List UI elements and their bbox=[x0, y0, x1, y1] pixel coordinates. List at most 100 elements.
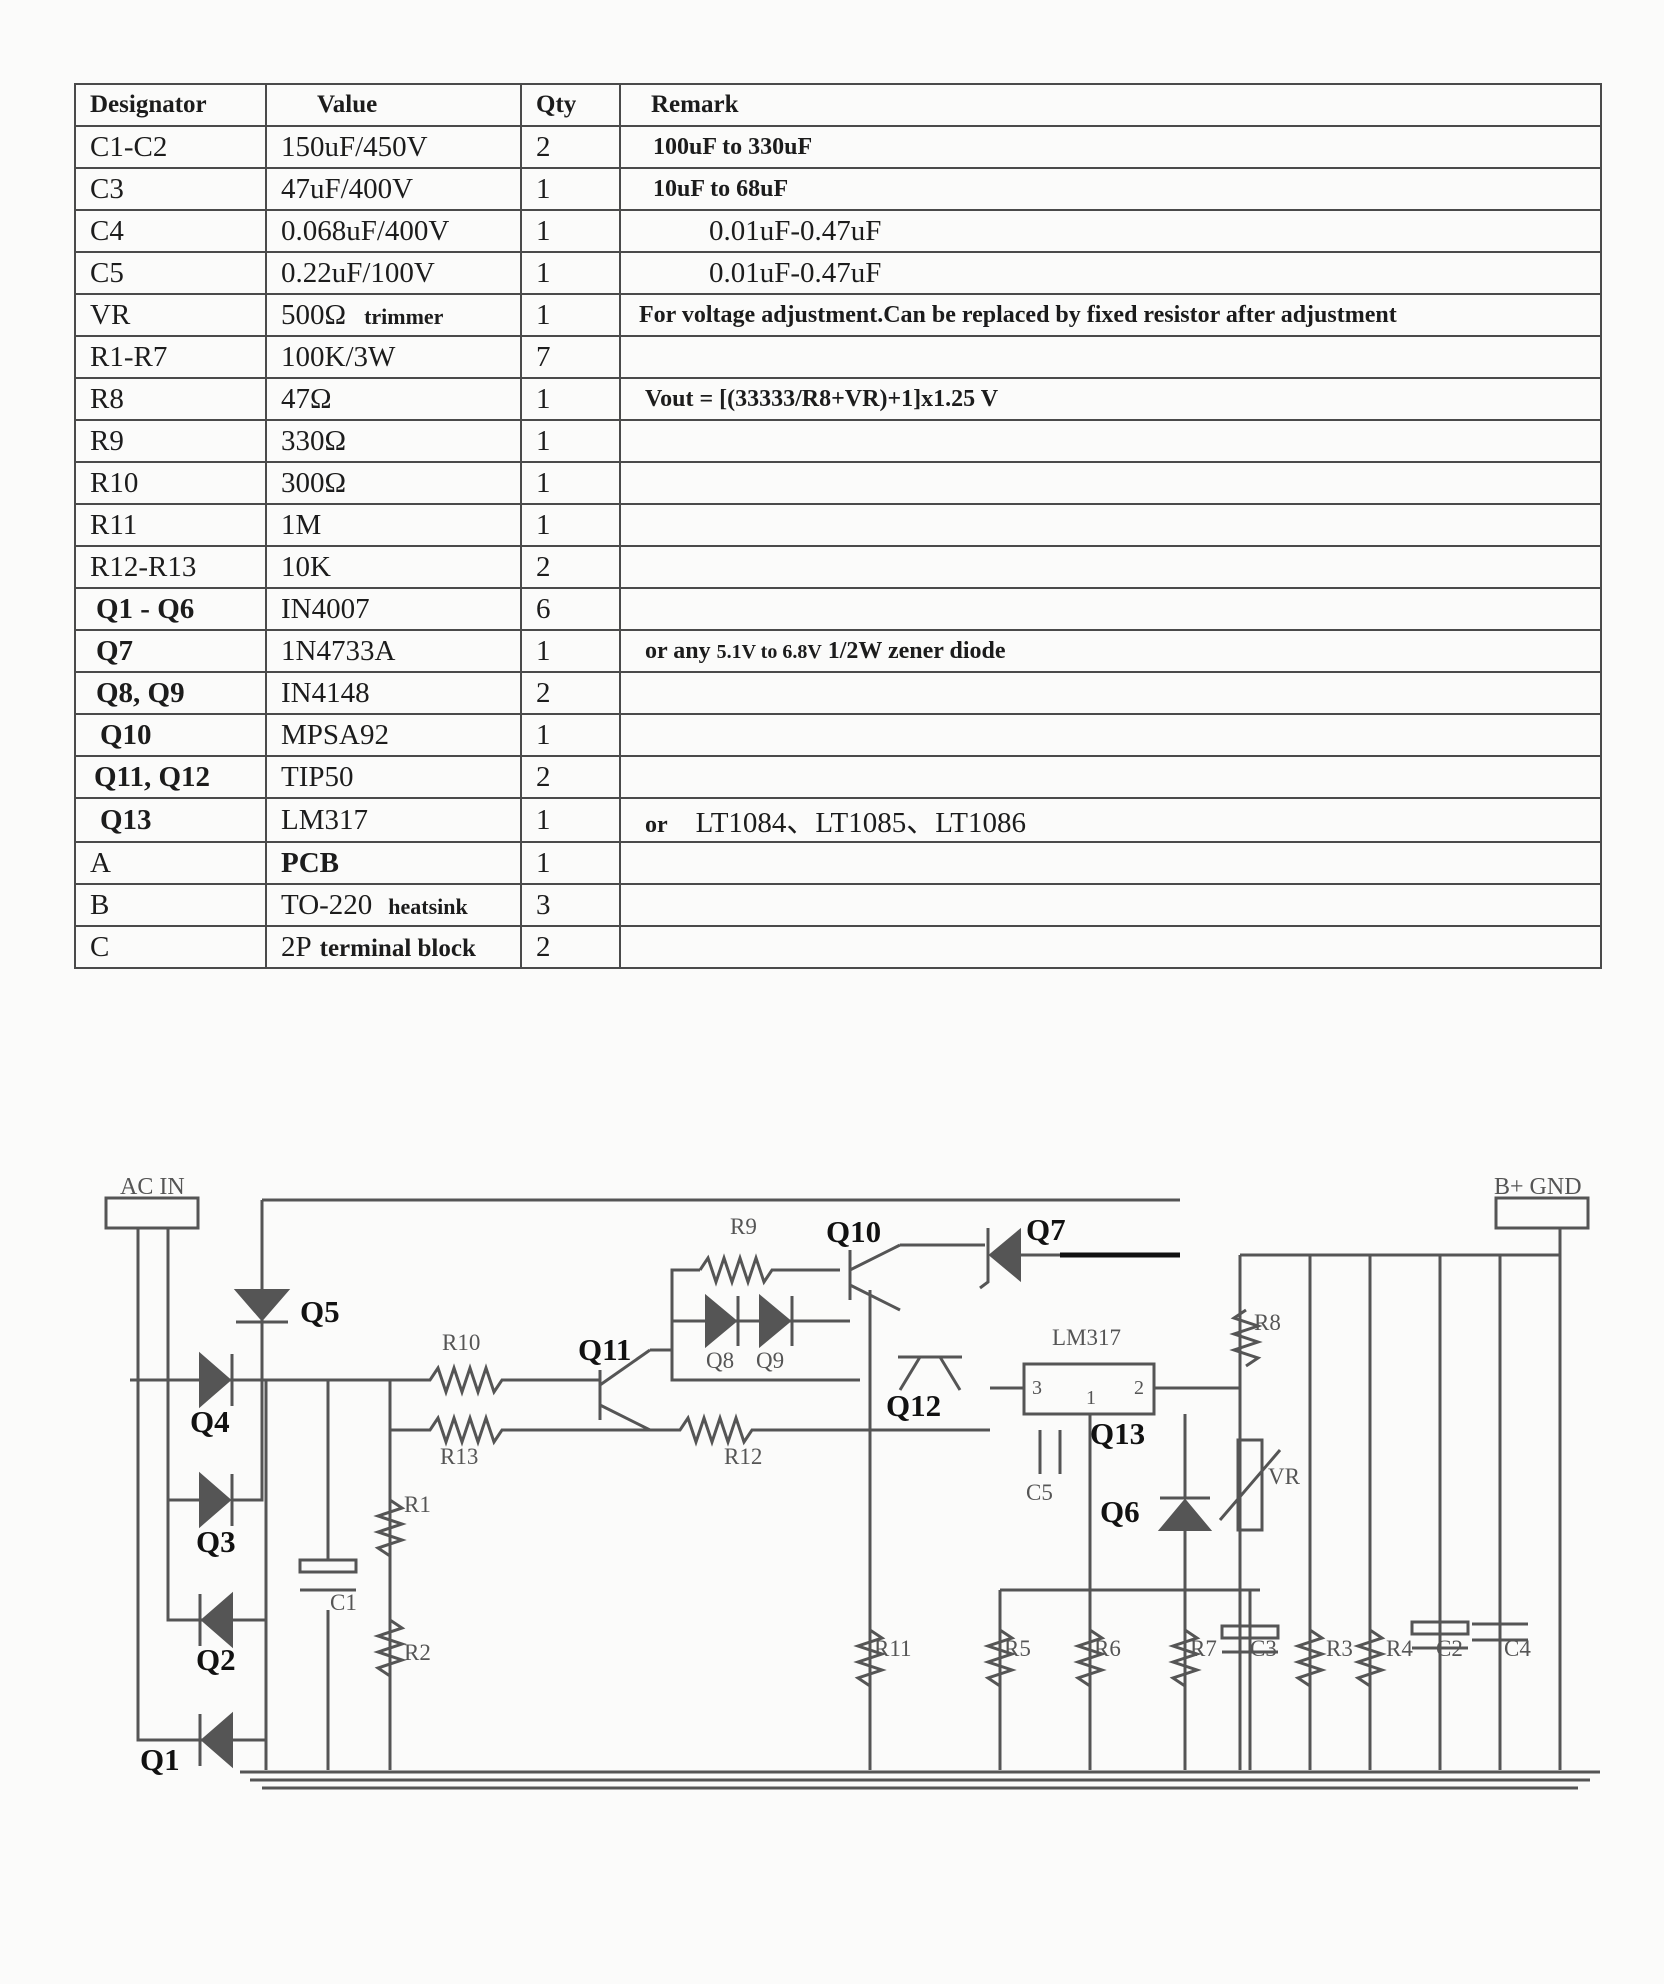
designator: Q10 bbox=[74, 713, 267, 757]
bom-row: C4 0.068uF/400V 1 0.01uF-0.47uF bbox=[74, 209, 1602, 253]
label-q1: Q1 bbox=[140, 1742, 180, 1777]
qty: 2 bbox=[520, 671, 621, 715]
resistor-r9 bbox=[698, 1253, 840, 1287]
qty: 7 bbox=[520, 335, 621, 379]
capacitor-c5 bbox=[1038, 1430, 1062, 1474]
designator: R8 bbox=[74, 377, 267, 421]
resistor-r1 bbox=[373, 1498, 407, 1558]
designator: R10 bbox=[74, 461, 267, 505]
capacitor-c1 bbox=[298, 1558, 358, 1574]
qty: 1 bbox=[520, 797, 621, 843]
label-q4: Q4 bbox=[190, 1404, 230, 1439]
resistor-r4 bbox=[1353, 1628, 1387, 1688]
header-designator: Designator bbox=[74, 83, 267, 127]
qty: 2 bbox=[520, 125, 621, 169]
ground-rail bbox=[240, 1770, 1600, 1790]
value: IN4007 bbox=[265, 587, 522, 631]
qty: 1 bbox=[520, 461, 621, 505]
remark bbox=[619, 883, 1602, 927]
label-r7: R7 bbox=[1190, 1636, 1217, 1661]
lm317-pin1: 1 bbox=[1086, 1387, 1096, 1409]
label-c2: C2 bbox=[1436, 1636, 1463, 1661]
designator: C5 bbox=[74, 251, 267, 295]
label-c3: C3 bbox=[1250, 1636, 1277, 1661]
label-r11: R11 bbox=[874, 1636, 912, 1661]
designator: B bbox=[74, 883, 267, 927]
remark: 10uF to 68uF bbox=[619, 167, 1602, 211]
remark bbox=[619, 461, 1602, 505]
zener-q7 bbox=[988, 1227, 1021, 1283]
label-r9: R9 bbox=[730, 1214, 757, 1239]
label-q13: Q13 bbox=[1090, 1416, 1145, 1451]
value-note: trimmer bbox=[364, 303, 444, 329]
remark bbox=[619, 545, 1602, 589]
bom-row: R10 300Ω 1 bbox=[74, 461, 1602, 505]
qty: 2 bbox=[520, 545, 621, 589]
label-q8: Q8 bbox=[706, 1348, 734, 1373]
qty: 1 bbox=[520, 209, 621, 253]
capacitor-c2 bbox=[1410, 1620, 1470, 1636]
label-r8: R8 bbox=[1254, 1310, 1281, 1335]
bom-row: Q10 MPSA92 1 bbox=[74, 713, 1602, 757]
value: TIP50 bbox=[265, 755, 522, 799]
qty: 6 bbox=[520, 587, 621, 631]
remark bbox=[619, 671, 1602, 715]
label-q9: Q9 bbox=[756, 1348, 784, 1373]
output-label: B+ GND bbox=[1494, 1174, 1582, 1200]
bom-row: R1-R7 100K/3W 7 bbox=[74, 335, 1602, 379]
value: 330Ω bbox=[265, 419, 522, 463]
value: 0.22uF/100V bbox=[265, 251, 522, 295]
transistor-q12 bbox=[898, 1355, 962, 1391]
designator: Q7 bbox=[74, 629, 267, 673]
label-r4: R4 bbox=[1386, 1636, 1413, 1661]
bom-row: Q1 - Q6 IN4007 6 bbox=[74, 587, 1602, 631]
qty: 1 bbox=[520, 629, 621, 673]
value: 2P bbox=[281, 930, 312, 963]
label-q10: Q10 bbox=[826, 1214, 881, 1249]
label-r5: R5 bbox=[1004, 1636, 1031, 1661]
value: IN4148 bbox=[265, 671, 522, 715]
lm317-label: LM317 bbox=[1052, 1325, 1121, 1350]
remark-alternatives: LT1084、LT1085、LT1086 bbox=[695, 807, 1026, 839]
resistor-r6 bbox=[1073, 1628, 1107, 1688]
label-q2: Q2 bbox=[196, 1642, 236, 1677]
label-r2: R2 bbox=[404, 1640, 431, 1665]
capacitor-c3 bbox=[1220, 1624, 1280, 1640]
resistor-r11 bbox=[853, 1628, 887, 1688]
qty: 2 bbox=[520, 925, 621, 969]
diode-q3 bbox=[199, 1471, 232, 1529]
label-q11: Q11 bbox=[578, 1332, 631, 1367]
value: MPSA92 bbox=[265, 713, 522, 757]
designator: Q11, Q12 bbox=[74, 755, 267, 799]
remark: 0.01uF-0.47uF bbox=[619, 209, 1602, 253]
label-r6: R6 bbox=[1094, 1636, 1121, 1661]
remark bbox=[619, 419, 1602, 463]
qty: 1 bbox=[520, 167, 621, 211]
resistor-r8 bbox=[1229, 1308, 1263, 1368]
bom-row: C5 0.22uF/100V 1 0.01uF-0.47uF bbox=[74, 251, 1602, 295]
label-r12: R12 bbox=[724, 1444, 762, 1469]
value-note: heatsink bbox=[388, 893, 468, 919]
remark-suffix: 1/2W zener diode bbox=[827, 637, 1006, 664]
qty: 3 bbox=[520, 883, 621, 927]
remark-prefix: or any bbox=[645, 637, 711, 664]
remark: Vout = [(33333/R8+VR)+1]x1.25 V bbox=[619, 377, 1602, 421]
remark bbox=[619, 335, 1602, 379]
value-note: terminal block bbox=[319, 934, 476, 962]
diode-q4 bbox=[199, 1351, 232, 1409]
ac-in-connector bbox=[104, 1196, 200, 1230]
qty: 1 bbox=[520, 503, 621, 547]
remark bbox=[619, 841, 1602, 885]
remark: 100uF to 330uF bbox=[619, 125, 1602, 169]
resistor-r2 bbox=[373, 1618, 407, 1678]
remark-voltage-range: 5.1V to 6.8V bbox=[716, 640, 822, 663]
label-vr: VR bbox=[1268, 1464, 1301, 1489]
bom-row: C3 47uF/400V 1 10uF to 68uF bbox=[74, 167, 1602, 211]
designator: C bbox=[74, 925, 267, 969]
header-remark: Remark bbox=[619, 83, 1602, 127]
